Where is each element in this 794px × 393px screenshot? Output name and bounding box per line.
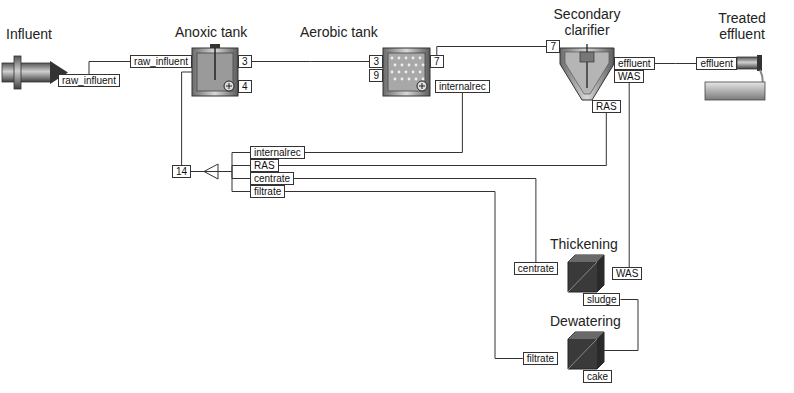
port-name: centrate: [254, 173, 290, 184]
port-label: WAS: [612, 267, 642, 280]
port-name: 4: [242, 81, 248, 92]
port-label: WAS: [614, 70, 644, 83]
clarifier-icon: [560, 44, 614, 100]
unit-heading: Treated effluent: [702, 10, 782, 42]
flow-line: [629, 83, 630, 267]
dewatering-icon: [568, 332, 604, 369]
unit-heading: Thickening: [550, 236, 618, 252]
port-label: internalrec: [250, 146, 305, 159]
port-label: 7: [430, 55, 444, 68]
port-label: 7: [546, 40, 560, 53]
port-label: filtrate: [523, 352, 558, 365]
port-name: raw_influent: [62, 75, 116, 86]
port-name: effluent: [618, 58, 651, 69]
flow-line: [437, 47, 547, 56]
port-label: centrate: [250, 172, 294, 185]
thickener-icon: [568, 255, 604, 292]
unit-heading: Aerobic tank: [300, 24, 378, 40]
port-name: 3: [242, 56, 248, 67]
port-label: raw_influent: [130, 55, 192, 68]
flow-line: [182, 72, 192, 165]
process-unit: Thickening: [568, 255, 604, 292]
port-name: 3: [373, 56, 379, 67]
port-name: effluent: [700, 58, 733, 69]
port-label: 9: [369, 69, 383, 82]
flow-line: [252, 61, 370, 62]
port-name: 9: [373, 70, 379, 81]
aerobic-tank-icon: [383, 48, 430, 96]
flow-line: [89, 62, 130, 75]
port-name: WAS: [618, 71, 640, 82]
flow-line: [305, 93, 463, 153]
port-label: raw_influent: [58, 74, 120, 87]
port-label: cake: [583, 370, 612, 383]
flow-line: [279, 113, 607, 166]
port-name: cake: [587, 371, 608, 382]
port-label: 14: [172, 165, 191, 178]
anoxic-tank-icon: [192, 44, 238, 96]
port-name: 7: [550, 41, 556, 52]
port-name: internalrec: [439, 81, 486, 92]
process-unit: Secondary clarifier: [560, 48, 614, 100]
flow-line: [655, 63, 697, 64]
process-unit: Aerobic tank: [383, 48, 430, 96]
unit-heading: Anoxic tank: [175, 24, 247, 40]
process-unit: Dewatering: [568, 332, 604, 369]
flow-line: [191, 166, 250, 172]
port-name: internalrec: [254, 147, 301, 158]
port-name: WAS: [616, 268, 638, 279]
flow-line: [285, 192, 523, 359]
port-name: sludge: [587, 294, 616, 305]
port-name: filtrate: [527, 353, 554, 364]
port-label: RAS: [250, 159, 279, 172]
port-label: centrate: [514, 262, 558, 275]
port-label: internalrec: [435, 80, 490, 93]
port-label: effluent: [696, 57, 737, 70]
port-name: 14: [176, 166, 187, 177]
port-label: 4: [238, 80, 252, 93]
unit-heading: Dewatering: [550, 313, 621, 329]
port-label: 3: [238, 55, 252, 68]
port-label: sludge: [583, 293, 620, 306]
flow-line: [191, 172, 250, 192]
port-label: effluent: [614, 57, 655, 70]
port-name: RAS: [254, 160, 275, 171]
flow-line: [191, 172, 250, 179]
port-name: filtrate: [254, 186, 281, 197]
port-name: 7: [434, 56, 440, 67]
unit-heading: Secondary clarifier: [547, 6, 627, 38]
process-unit: Anoxic tank: [192, 48, 238, 96]
port-label: RAS: [592, 100, 621, 113]
flow-line: [191, 153, 250, 172]
port-label: 3: [369, 55, 383, 68]
port-name: RAS: [596, 101, 617, 112]
port-name: raw_influent: [134, 56, 188, 67]
port-label: filtrate: [250, 185, 285, 198]
unit-heading: Influent: [6, 26, 52, 42]
port-name: centrate: [518, 263, 554, 274]
